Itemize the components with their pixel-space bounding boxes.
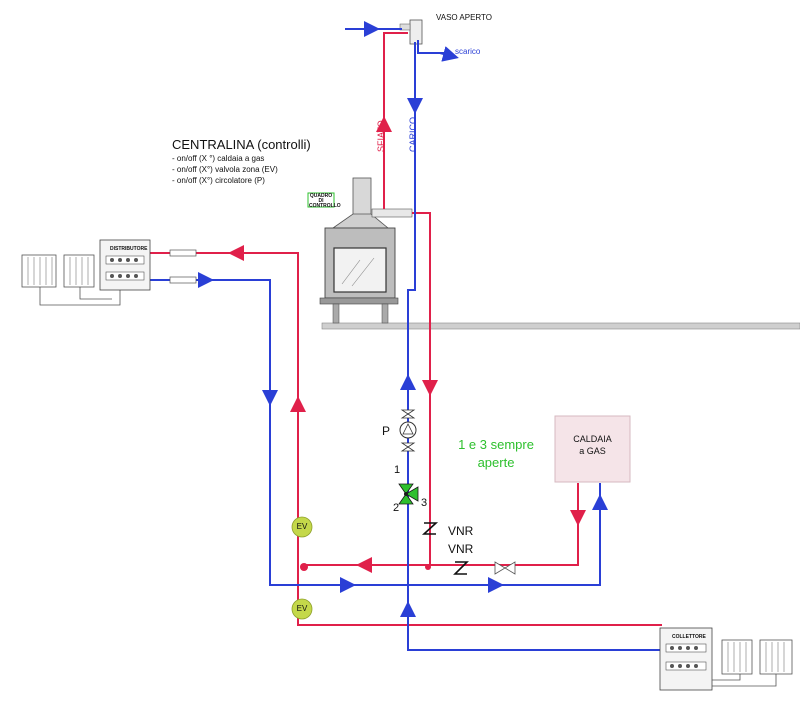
note-line-1: 1 e 3 sempre	[458, 437, 534, 452]
label-ev-1: EV	[296, 522, 308, 531]
non-return-valves	[421, 522, 516, 575]
vent-pipe	[383, 32, 408, 209]
control-unit-legend: CENTRALINA (controlli) - on/off (X °) ca…	[172, 137, 311, 185]
label-control-panel: QUADRO DI CONTROLLO	[309, 193, 341, 209]
label-port-3: 3	[421, 497, 428, 509]
shutoff-valve-top	[400, 409, 416, 419]
shutoff-valve-bottom	[400, 442, 416, 452]
radiators-right	[712, 639, 793, 687]
distributor-left	[99, 239, 151, 291]
control-panel-box	[307, 192, 335, 208]
fireplace-glass	[333, 247, 387, 293]
label-vnr-1: VNR	[448, 524, 474, 538]
label-pump: P	[382, 424, 391, 438]
floor-line	[321, 322, 800, 330]
label-vnr-2: VNR	[448, 542, 474, 556]
boiler-line-2: a GAS	[579, 446, 606, 456]
note-line-2: aperte	[477, 455, 515, 470]
pump-assembly	[399, 409, 417, 452]
pipe-fittings-left	[169, 249, 197, 284]
fireplace-return-pipe	[407, 42, 662, 651]
ev-circle-1	[291, 516, 313, 538]
boiler-line-1: CALDAIA	[573, 434, 612, 444]
note-always-open: 1 e 3 sempre aperte	[448, 436, 544, 472]
control-item-2: - on/off (X°) valvola zona (EV)	[172, 165, 278, 174]
hot-arrows	[228, 116, 586, 573]
control-item-3: - on/off (X°) circolatore (P)	[172, 176, 265, 185]
label-collettore: COLLETTORE	[672, 634, 706, 640]
drain-line	[417, 40, 450, 54]
radiator-flow-left	[150, 252, 662, 626]
label-port-2: 2	[393, 502, 400, 514]
collector-right	[659, 627, 713, 691]
fireplace-flow-pipe	[412, 212, 431, 565]
cold-arrows	[190, 21, 608, 625]
label-vaso-aperto: VASO APERTO	[436, 13, 493, 22]
gas-boiler-label: CALDAIA a GAS	[555, 433, 630, 457]
gas-boiler-box	[554, 415, 631, 483]
fireplace-base	[319, 297, 399, 305]
label-distributor: DISTRIBUTORE	[110, 246, 148, 252]
radiator-return-left	[150, 279, 601, 586]
zone-valves	[291, 516, 313, 620]
fireplace	[307, 177, 413, 324]
boiler-return-pipe	[304, 483, 579, 566]
three-way-valve	[398, 483, 419, 505]
control-unit-title: CENTRALINA (controlli)	[172, 137, 311, 152]
ev-circle-2	[291, 598, 313, 620]
label-scarico: scarico	[455, 47, 481, 56]
radiators-left	[21, 254, 121, 306]
control-item-1: - on/off (X °) caldaia a gas	[172, 154, 265, 163]
label-ev-2: EV	[296, 604, 308, 613]
label-sfiato: SFIATO	[376, 120, 386, 152]
chimney	[352, 177, 372, 217]
fireplace-fittings	[371, 208, 413, 218]
label-port-1: 1	[394, 464, 401, 476]
label-carico: CARICO	[408, 116, 418, 152]
cold-pipes	[150, 28, 662, 651]
